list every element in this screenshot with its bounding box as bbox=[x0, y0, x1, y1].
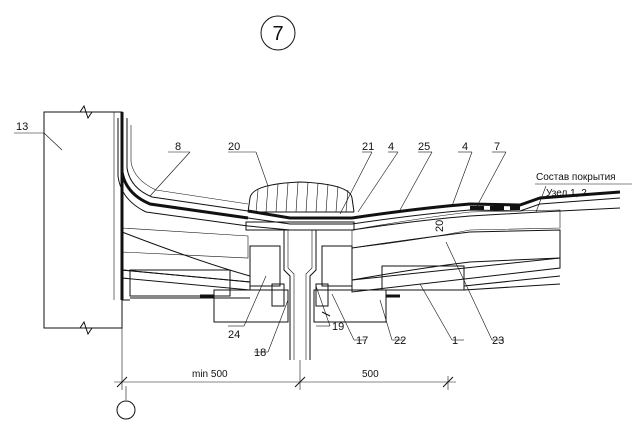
drain-body bbox=[200, 221, 400, 360]
dimension-right: 500 bbox=[362, 369, 379, 380]
callout-8: 8 bbox=[175, 141, 181, 153]
dimension-left: min 500 bbox=[192, 369, 228, 380]
callout-24: 24 bbox=[228, 329, 240, 341]
wall bbox=[43, 104, 124, 336]
sheet-number: 7 bbox=[272, 23, 283, 45]
callout-1: 1 bbox=[452, 335, 458, 347]
dimension-chain bbox=[114, 300, 456, 400]
roofing-upturn bbox=[117, 118, 249, 227]
callout-20-slab: 20 bbox=[434, 220, 446, 232]
callout-17: 17 bbox=[356, 335, 368, 347]
callout-4-right: 4 bbox=[462, 141, 468, 153]
callout-20-top: 20 bbox=[228, 141, 240, 153]
leader-lines bbox=[14, 132, 632, 353]
roof-note-line1: Состав покрытия bbox=[536, 172, 616, 183]
callout-21: 21 bbox=[362, 141, 374, 153]
sheet-number-circle bbox=[260, 15, 296, 51]
callout-4-left: 4 bbox=[388, 141, 394, 153]
callout-25: 25 bbox=[418, 141, 430, 153]
roof-note-line2: Узел 1, 2 bbox=[546, 188, 587, 199]
slab-right bbox=[351, 209, 561, 293]
drain-dome bbox=[247, 181, 355, 213]
callout-18: 18 bbox=[254, 347, 266, 359]
slab-left bbox=[121, 227, 251, 301]
callout-19: 19 bbox=[332, 321, 344, 333]
callout-22: 22 bbox=[394, 335, 406, 347]
axis-marker-circle bbox=[116, 400, 136, 420]
callout-7: 7 bbox=[494, 141, 500, 153]
callout-23: 23 bbox=[492, 335, 504, 347]
callout-13: 13 bbox=[16, 121, 28, 133]
